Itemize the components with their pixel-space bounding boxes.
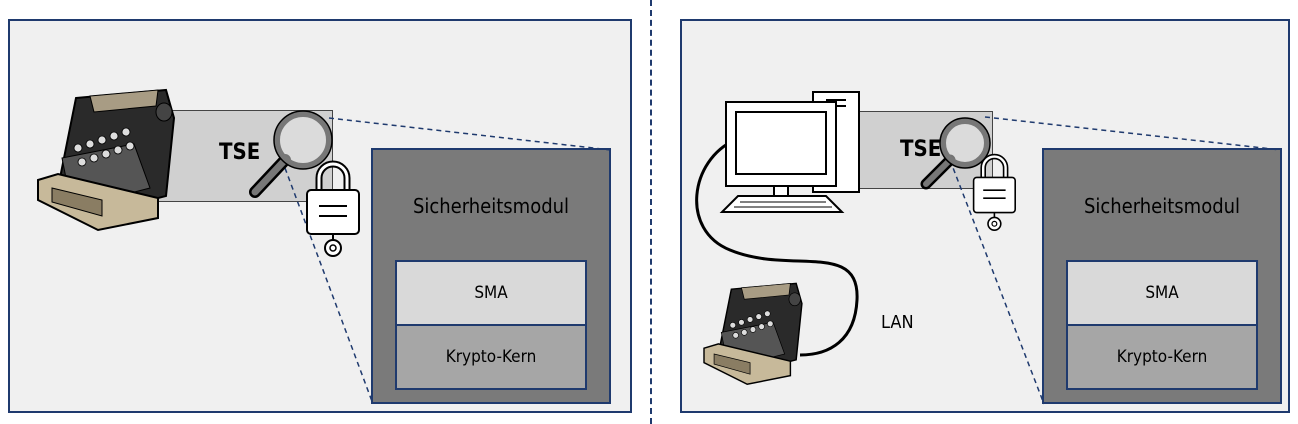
padlock-icon [972,153,1017,232]
right-security-module: Sicherheitsmodul SMA Krypto-Kern [1042,148,1282,404]
lan-cable [695,138,859,357]
magnifier-icon [920,117,991,190]
left-projection-line-bottom [284,167,374,405]
panel-divider [650,0,652,424]
left-krypto-kern-box: Krypto-Kern [395,324,587,390]
right-tse-label: TSE [900,137,942,162]
right-module-title: Sicherheitsmodul [1083,194,1241,218]
right-projection-line-top [984,116,1282,151]
computer-icon [719,91,860,213]
padlock-icon [306,160,360,257]
lan-label: LAN [881,312,914,333]
left-security-module: Sicherheitsmodul SMA Krypto-Kern [371,148,611,404]
cash-register-icon [703,282,803,385]
right-krypto-kern-box: Krypto-Kern [1066,324,1258,390]
right-projection-line-bottom [949,159,1045,405]
left-module-title: Sicherheitsmodul [412,194,570,218]
left-tse-label: TSE [219,140,261,165]
right-sma-box: SMA [1066,260,1258,326]
cash-register-icon [37,88,176,232]
magnifier-icon [249,110,333,198]
left-projection-line-top [328,117,612,151]
